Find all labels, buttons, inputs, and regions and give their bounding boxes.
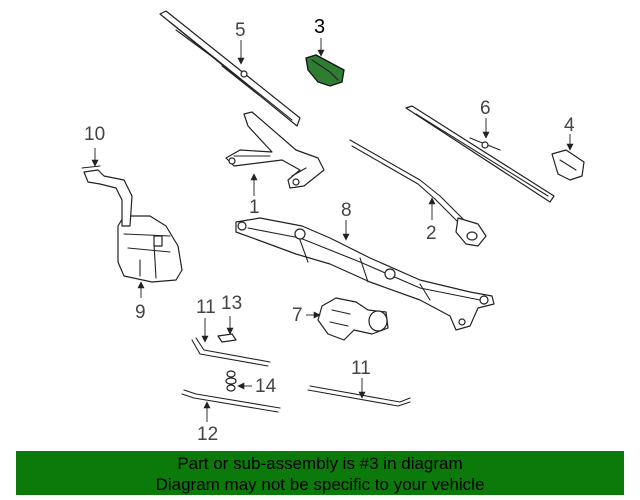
callout-13: 13 (221, 293, 242, 314)
part-12-rod[interactable] (181, 389, 281, 413)
callout-14: 14 (255, 376, 277, 397)
banner-line-part: Part or sub-assembly is #3 in diagram (177, 454, 463, 473)
part-14-grommet[interactable] (225, 370, 237, 392)
callout-10: 10 (84, 124, 105, 145)
part-11-hose-right[interactable] (307, 385, 411, 407)
part-3-cap[interactable] (305, 54, 345, 87)
callout-2: 2 (426, 223, 437, 244)
part-11-rod-left[interactable] (191, 337, 271, 367)
part-9-reservoir[interactable] (117, 215, 183, 283)
callout-8: 8 (341, 200, 352, 221)
callout-4: 4 (564, 115, 575, 136)
callout-7: 7 (292, 305, 303, 326)
part-6-wiper-blade[interactable] (405, 105, 555, 203)
callout-5: 5 (235, 20, 246, 41)
callout-11-right: 11 (351, 358, 371, 379)
part-8-linkage[interactable] (235, 217, 495, 331)
banner-line-disclaimer: Diagram may not be specific to your vehi… (155, 475, 485, 494)
part-10-filler-neck[interactable] (81, 165, 133, 227)
callout-9: 9 (135, 302, 146, 323)
callout-11-left: 11 (196, 297, 216, 318)
parts-diagram: 5 3 6 4 10 1 8 2 9 11 13 7 11 14 12 (81, 10, 585, 445)
part-2-wiper-arm[interactable] (349, 139, 487, 247)
part-7-motor[interactable] (317, 297, 389, 341)
info-banner: Part or sub-assembly is #3 in diagram Di… (16, 451, 624, 495)
callout-3: 3 (314, 16, 325, 38)
leader-lines (91, 38, 574, 422)
part-4-cap[interactable] (551, 149, 585, 181)
callout-6: 6 (480, 98, 491, 119)
callout-1: 1 (249, 197, 260, 218)
callout-12: 12 (197, 424, 218, 445)
part-5-wiper-blade[interactable] (159, 10, 301, 127)
part-13-clip[interactable] (217, 333, 237, 343)
part-1-wiper-arm[interactable] (225, 111, 325, 189)
